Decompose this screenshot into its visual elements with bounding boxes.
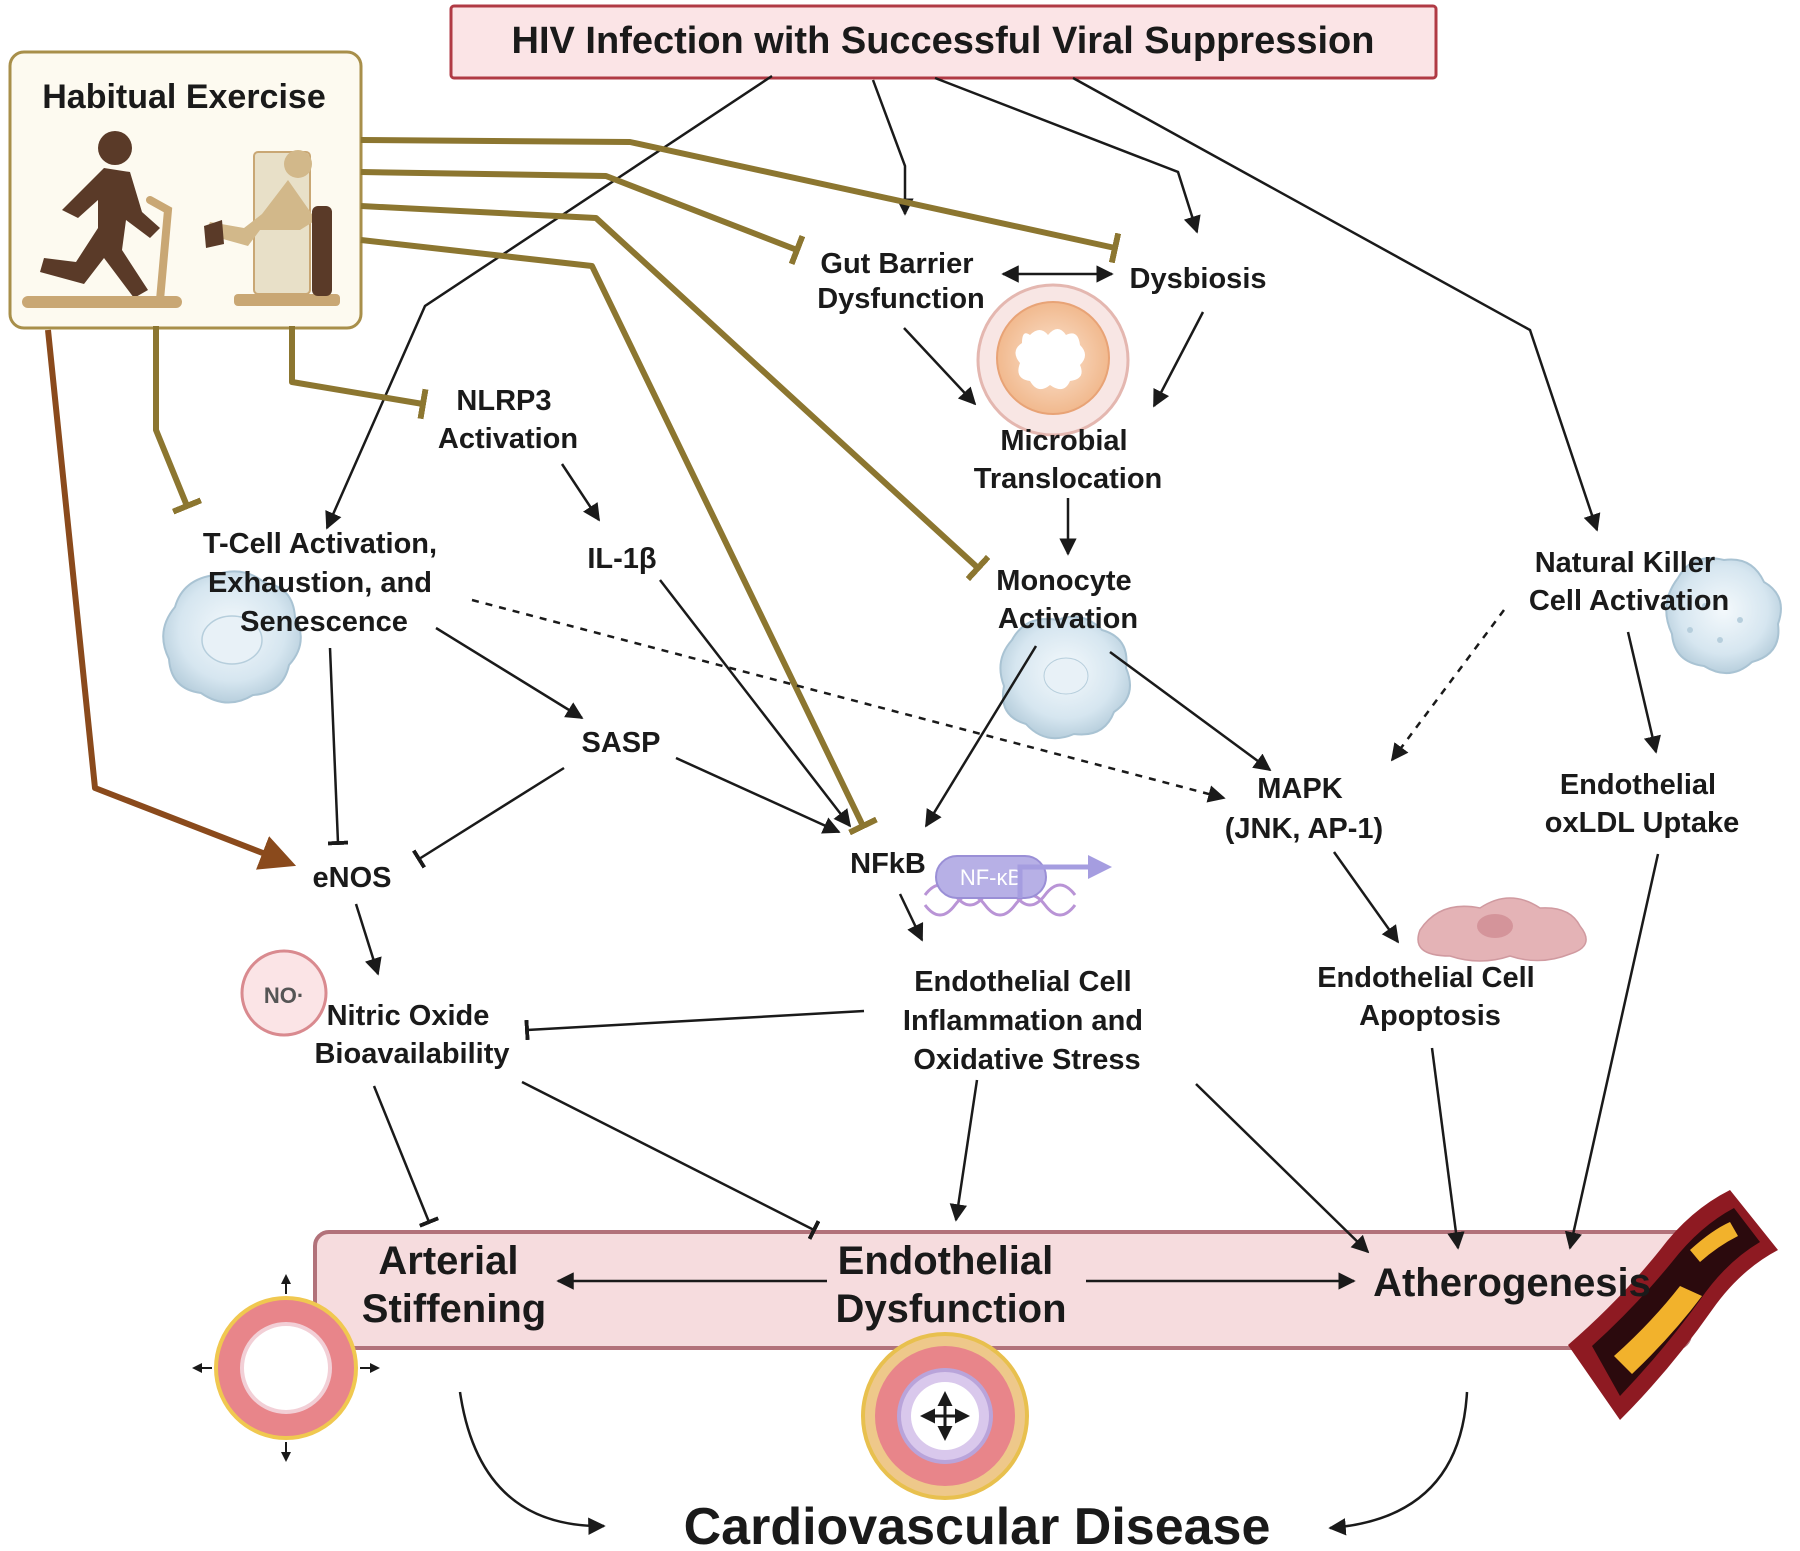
stiff-artery-illustration — [192, 1274, 380, 1462]
atherogenesis-label: Atherogenesis — [1373, 1261, 1651, 1305]
oxldl-label: Endothelial oxLDL Uptake — [1545, 769, 1739, 839]
atherosclerotic-artery-illustration — [1568, 1190, 1778, 1420]
exercise-inhibits-dysbiosis — [360, 137, 1122, 264]
nk-cell-illustration — [1665, 557, 1782, 674]
atherogenesis-to-cvd-curve — [1328, 1391, 1469, 1536]
mapk-to-apoptosis-arrow — [1332, 851, 1400, 944]
pathway-connectors — [327, 265, 1661, 1536]
tcell-label: T-Cell Activation, Exhaustion, and Senes… — [203, 528, 445, 638]
treadmill-icon — [22, 196, 182, 308]
exercise-label: Habitual Exercise — [42, 78, 325, 116]
tcell-to-sasp-arrow — [435, 626, 584, 720]
no-molecule-icon: NO· — [240, 949, 328, 1037]
node-labels: Gut Barrier Dysfunction Dysbiosis Microb… — [203, 248, 1739, 1076]
hiv-to-gut-arrow — [871, 79, 914, 216]
hiv-connectors — [325, 74, 1601, 532]
monocyte-to-mapk-arrow — [1109, 650, 1272, 772]
gut-cross-section-icon — [976, 283, 1130, 437]
hiv-to-dysbiosis-arrow — [934, 76, 1201, 234]
dysfunctional-vessel-illustration — [861, 1332, 1029, 1500]
oxldl-to-atherogenesis-arrow — [1564, 853, 1660, 1250]
apoptotic-cell-illustration — [1417, 897, 1587, 962]
nfkb-label: NFkB — [850, 848, 926, 880]
leg-press-machine-icon — [204, 150, 340, 306]
il1b-to-nfkb-arrow — [659, 579, 852, 828]
apoptosis-to-atherogenesis-arrow — [1430, 1047, 1465, 1250]
inflam-inhibits-no — [524, 1009, 865, 1041]
tcell-inhibits-enos — [327, 647, 349, 846]
no-inhibits-dysfunction — [521, 1080, 821, 1240]
gut-barrier-label: Gut Barrier Dysfunction — [817, 248, 985, 315]
mapk-label: MAPK (JNK, AP-1) — [1225, 773, 1383, 845]
tcell-illustration — [162, 570, 302, 704]
exercise-promotes-enos — [45, 329, 297, 870]
nfkb-to-inflam-arrow — [898, 893, 924, 942]
exercise-connectors — [45, 137, 1122, 870]
exercise-inhibits-gut — [360, 169, 806, 266]
enos-label: eNOS — [313, 862, 392, 894]
monocyte-to-nfkb-arrow — [924, 645, 1038, 828]
running-person-icon — [40, 131, 160, 298]
cardiovascular-disease-label: Cardiovascular Disease — [684, 1498, 1271, 1551]
monocyte-label: Monocyte Activation — [996, 565, 1139, 635]
no-bioavailability-label: Nitric Oxide Bioavailability — [314, 1000, 509, 1070]
nk-to-oxldl-arrow — [1626, 631, 1661, 754]
enos-to-no-arrow — [354, 903, 382, 976]
no-inhibits-stiffening — [372, 1085, 440, 1228]
no-molecule-label: NO· — [264, 983, 304, 1008]
sasp-label: SASP — [582, 727, 661, 759]
endothelial-dysfunction-label: Endothelial Dysfunction — [835, 1239, 1066, 1331]
exercise-inhibits-nfkb — [360, 237, 878, 836]
title-box: HIV Infection with Successful Viral Supp… — [449, 4, 1438, 80]
nfkb-badge-label: NF-κB — [960, 865, 1022, 890]
diagram-title: HIV Infection with Successful Viral Supp… — [512, 20, 1375, 62]
sasp-inhibits-enos — [411, 766, 565, 869]
sasp-to-nfkb-arrow — [675, 756, 841, 834]
hiv-to-tcell-arrow — [325, 74, 773, 530]
inflam-to-atherogenesis-arrow — [1195, 1083, 1370, 1254]
gut-to-microbial-arrow — [903, 327, 977, 406]
nfkb-transcription-icon: NF-κB — [923, 855, 1112, 917]
dysbiosis-to-microbial-arrow — [1152, 311, 1205, 408]
hiv-to-nk-arrow — [1072, 76, 1601, 532]
exercise-inhibits-nlrp3 — [289, 326, 429, 420]
dysbiosis-label: Dysbiosis — [1130, 263, 1267, 295]
tcell-to-mapk-dashed — [471, 598, 1226, 803]
nlrp3-to-il1b-arrow — [560, 463, 601, 522]
exercise-box: Habitual Exercise — [8, 50, 363, 330]
nlrp3-label: NLRP3 Activation — [438, 385, 578, 455]
arterial-stiffening-label: Arterial Stiffening — [362, 1239, 546, 1331]
nk-to-mapk-dashed — [1390, 609, 1506, 762]
exercise-inhibits-tcell — [153, 326, 203, 515]
ec-apoptosis-label: Endothelial Cell Apoptosis — [1317, 962, 1543, 1032]
exercise-inhibits-monocyte — [360, 203, 991, 582]
monocyte-illustration — [999, 615, 1131, 740]
nk-label: Natural Killer Cell Activation — [1529, 547, 1729, 617]
il1b-label: IL-1β — [587, 543, 656, 575]
inflam-to-dysfunction-arrow — [949, 1079, 979, 1222]
stiffening-to-cvd-curve — [458, 1391, 606, 1535]
outcome-labels: Arterial Stiffening Endothelial Dysfunct… — [362, 1239, 1651, 1331]
microbial-translocation-label: Microbial Translocation — [974, 425, 1163, 495]
ec-inflammation-label: Endothelial Cell Inflammation and Oxidat… — [903, 966, 1151, 1076]
